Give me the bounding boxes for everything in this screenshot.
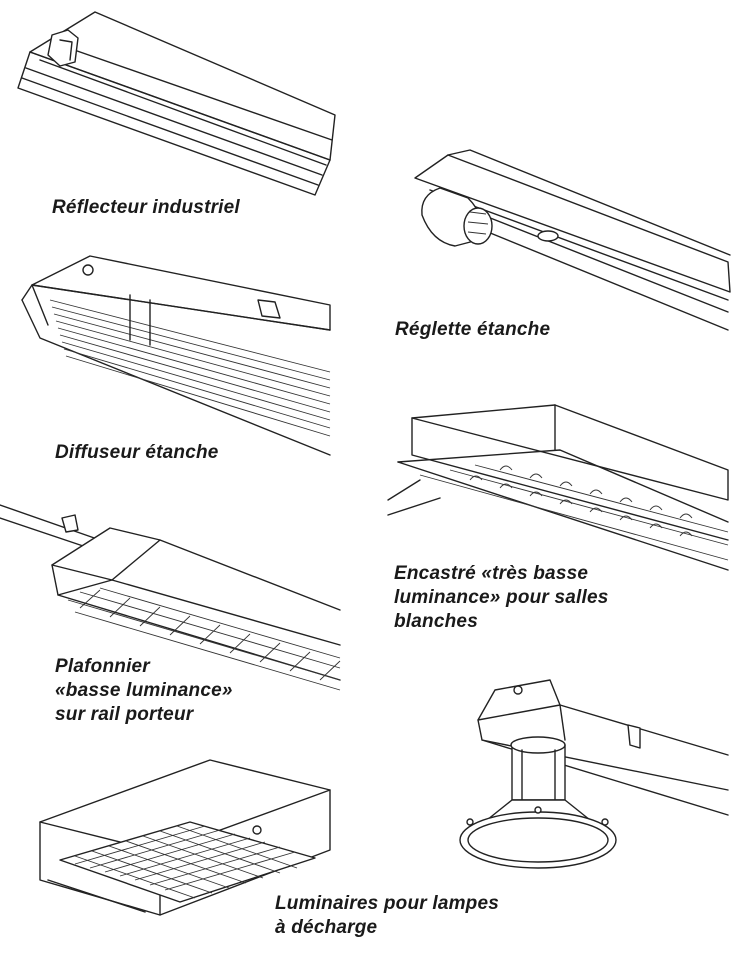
reglette-etanche-drawing xyxy=(414,149,731,331)
label-line: sur rail porteur xyxy=(55,704,194,725)
label-line: blanches xyxy=(394,611,478,632)
luminaire-grille-carre-drawing xyxy=(39,759,331,916)
label-plafonnier-basse-luminance: Plafonnier «basse luminance» sur rail po… xyxy=(55,655,233,727)
plafonnier-basse-luminance-drawing xyxy=(0,504,341,691)
reflecteur-industriel-drawing xyxy=(17,11,336,196)
label-line: «basse luminance» xyxy=(55,680,233,701)
encastre-tres-basse-luminance-drawing xyxy=(387,404,729,571)
label-line: luminance» pour salles xyxy=(394,587,609,608)
label-encastre-tres-basse-luminance: Encastré «très basse luminance» pour sal… xyxy=(394,562,609,634)
label-reflecteur-industriel: Réflecteur industriel xyxy=(52,197,240,218)
luminaire-cloche-drawing xyxy=(459,679,729,869)
label-diffuseur-etanche: Diffuseur étanche xyxy=(55,442,219,463)
diffuseur-etanche-drawing xyxy=(21,255,331,456)
label-line: Luminaires pour lampes xyxy=(275,893,500,914)
label-reglette-etanche: Réglette étanche xyxy=(395,319,551,340)
label-line: Plafonnier xyxy=(55,656,150,677)
label-luminaires-lampes-decharge: Luminaires pour lampes à décharge xyxy=(275,892,499,940)
label-line: Encastré «très basse xyxy=(394,563,589,584)
label-line: à décharge xyxy=(275,917,378,938)
